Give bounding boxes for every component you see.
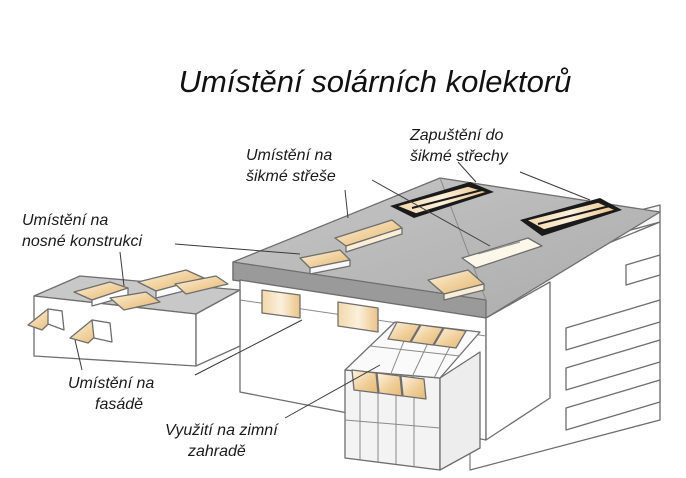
recessed-roof-collectors <box>390 182 622 236</box>
support-structure-collectors <box>73 269 229 311</box>
label-sloped-roof-line2: šikmé střeše <box>246 168 336 185</box>
label-winter-garden-line1: Využití na zimní <box>165 422 279 439</box>
label-winter-garden: Využití na zimní zahradě <box>165 422 279 460</box>
label-sloped-roof: Umístění na šikmé střeše <box>246 147 336 185</box>
facade-collectors <box>27 308 113 344</box>
main-window-center <box>337 301 379 333</box>
left-annex-building <box>33 275 241 367</box>
diagram-title: Umístění solárních kolektorů <box>179 64 572 99</box>
label-support-line1: Umístění na <box>22 212 108 229</box>
label-recessed-line1: Zapuštění do <box>409 127 504 144</box>
label-recessed-line2: šikmé střechy <box>410 148 509 165</box>
leader-lines <box>74 161 591 419</box>
label-recessed-roof: Zapuštění do šikmé střechy <box>409 127 509 165</box>
sloped-roof-collectors <box>299 219 543 301</box>
label-winter-garden-line2: zahradě <box>187 443 246 460</box>
label-support-structure: Umístění na nosné konstrukci <box>22 212 143 250</box>
label-facade-line1: Umístění na <box>68 375 154 392</box>
winter-garden-collectors <box>351 321 467 400</box>
label-sloped-roof-line1: Umístění na <box>246 147 332 164</box>
label-support-line2: nosné konstrukci <box>22 233 143 250</box>
label-facade-line2: fasádě <box>95 396 143 413</box>
wing-windows <box>565 254 661 431</box>
main-window-left <box>261 289 301 319</box>
label-facade: Umístění na fasádě <box>68 375 154 413</box>
